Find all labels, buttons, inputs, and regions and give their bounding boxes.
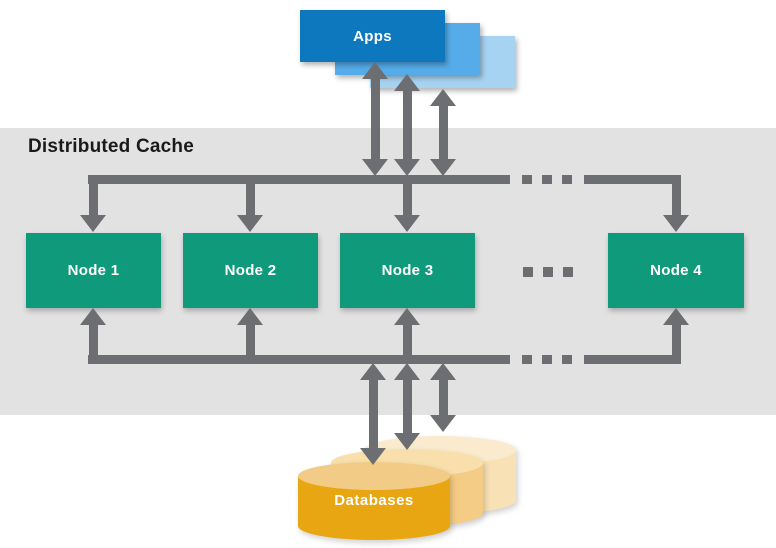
arrow-down-icon xyxy=(362,159,388,176)
arrow-up-icon xyxy=(394,74,420,91)
diagram-title: Distributed Cache xyxy=(28,136,194,157)
arrow-down-icon xyxy=(430,415,456,432)
bottom-bus-dash xyxy=(522,355,532,364)
apps-label: Apps xyxy=(353,27,392,45)
bus-node2-up-arrow xyxy=(237,308,263,364)
arrow-up-icon xyxy=(663,308,689,325)
arrow-up-icon xyxy=(362,62,388,79)
node-box-1: Node 1 xyxy=(26,233,161,308)
arrow-down-icon xyxy=(237,215,263,232)
arrow-down-icon xyxy=(430,159,456,176)
cache-bottom-bus-line xyxy=(88,355,510,364)
ellipsis-dot xyxy=(563,267,573,277)
node2-label: Node 2 xyxy=(224,262,277,279)
bus-node2-down-arrow xyxy=(237,175,263,232)
apps-cache-arrow-1 xyxy=(362,62,388,176)
apps-cache-arrow-2 xyxy=(394,74,420,176)
arrow-down-icon xyxy=(394,215,420,232)
bus-node4-up-arrow xyxy=(663,308,689,364)
ellipsis-dot xyxy=(523,267,533,277)
node-box-3: Node 3 xyxy=(340,233,475,308)
cache-db-arrow-3 xyxy=(430,363,456,432)
databases-label: Databases xyxy=(334,492,414,509)
node-box-2: Node 2 xyxy=(183,233,318,308)
apps-cache-arrow-3 xyxy=(430,89,456,176)
top-bus-dash xyxy=(562,175,572,184)
arrow-down-icon xyxy=(80,215,106,232)
arrow-down-icon xyxy=(394,433,420,450)
bottom-bus-dash xyxy=(562,355,572,364)
cache-top-bus-line xyxy=(88,175,510,184)
node1-label: Node 1 xyxy=(67,262,120,279)
top-bus-dash xyxy=(542,175,552,184)
apps-card-front: Apps xyxy=(300,10,445,62)
arrow-up-icon xyxy=(430,89,456,106)
arrow-down-icon xyxy=(360,448,386,465)
ellipsis-dot xyxy=(543,267,553,277)
bus-node1-up-arrow xyxy=(80,308,106,364)
bus-node3-down-arrow xyxy=(394,175,420,232)
bus-node1-down-arrow xyxy=(80,175,106,232)
arrow-up-icon xyxy=(394,363,420,380)
node4-label: Node 4 xyxy=(650,262,702,279)
bus-node4-down-arrow xyxy=(663,175,689,232)
node3-label: Node 3 xyxy=(381,262,434,279)
node-box-4: Node 4 xyxy=(608,233,744,308)
cache-db-arrow-1 xyxy=(360,363,386,465)
database-cylinder-front: Databases xyxy=(298,462,450,540)
bus-node3-up-arrow xyxy=(394,308,420,364)
cache-db-arrow-2 xyxy=(394,363,420,450)
cache-top-bus-line-right xyxy=(584,175,681,184)
cache-bottom-bus-line-right xyxy=(584,355,681,364)
bottom-bus-dash xyxy=(542,355,552,364)
top-bus-dash xyxy=(522,175,532,184)
arrow-down-icon xyxy=(394,159,420,176)
arrow-up-icon xyxy=(394,308,420,325)
arrow-up-icon xyxy=(430,363,456,380)
arrow-down-icon xyxy=(663,215,689,232)
arrow-up-icon xyxy=(360,363,386,380)
arrow-up-icon xyxy=(80,308,106,325)
arrow-up-icon xyxy=(237,308,263,325)
